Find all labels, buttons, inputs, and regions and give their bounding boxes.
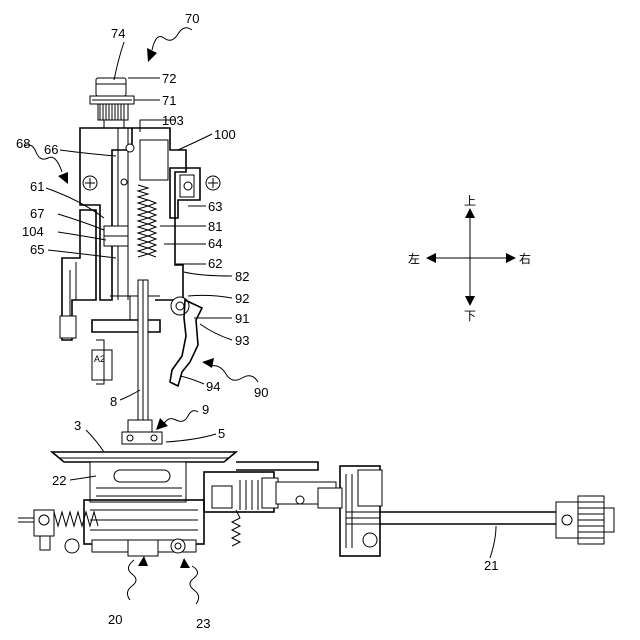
label-70: 70 [185, 11, 199, 26]
label-3: 3 [74, 418, 81, 433]
label-23: 23 [196, 616, 210, 631]
needle-bar-8 [138, 280, 148, 420]
label-68: 68 [16, 136, 30, 151]
shaft-21 [18, 512, 560, 524]
label-91: 91 [235, 311, 249, 326]
arrow-up-icon [465, 208, 475, 218]
label-100: 100 [214, 127, 236, 142]
label-74: 74 [111, 26, 125, 41]
right-motor-unit [318, 466, 382, 556]
wavy-arrow-23 [180, 558, 199, 604]
label-20: 20 [108, 612, 122, 627]
top-knob-assembly [90, 78, 134, 128]
label-93: 93 [235, 333, 249, 348]
spring-81 [148, 200, 156, 257]
label-90: 90 [254, 385, 268, 400]
label-63: 63 [208, 199, 222, 214]
lower-bracket [92, 320, 160, 332]
lever-90 [170, 297, 202, 386]
label-82: 82 [235, 269, 249, 284]
direction-up-label: 上 [464, 194, 476, 208]
arrow-down-icon [465, 296, 475, 306]
arrow-right-icon [506, 253, 516, 263]
label-A2: A2 [94, 354, 105, 364]
label-103: 103 [162, 113, 184, 128]
right-end-gear [556, 496, 614, 544]
label-62: 62 [208, 256, 222, 271]
direction-legend: 上 下 左 右 [408, 194, 531, 323]
gear-71 [98, 104, 128, 120]
screw-left [83, 176, 97, 190]
label-22: 22 [52, 473, 66, 488]
wavy-arrow-70 [147, 28, 192, 62]
label-92: 92 [235, 291, 249, 306]
direction-right-label: 右 [519, 251, 531, 266]
lower-housing-20 [65, 500, 204, 556]
presser-foot [122, 420, 162, 444]
label-5: 5 [218, 426, 225, 441]
arrow-left-icon [426, 253, 436, 263]
label-104: 104 [22, 224, 44, 239]
screw-right [206, 176, 220, 190]
label-94: 94 [206, 379, 220, 394]
label-71: 71 [162, 93, 176, 108]
wavy-arrow-9 [156, 411, 198, 430]
label-64: 64 [208, 236, 222, 251]
label-65: 65 [30, 242, 44, 257]
label-81: 81 [208, 219, 222, 234]
label-61: 61 [30, 179, 44, 194]
label-67: 67 [30, 206, 44, 221]
label-8: 8 [110, 394, 117, 409]
wavy-arrow-20 [127, 556, 148, 600]
label-21: 21 [484, 558, 498, 573]
spring-63 [138, 185, 148, 257]
label-9: 9 [202, 402, 209, 417]
gearbox [204, 472, 336, 546]
direction-left-label: 左 [408, 251, 420, 266]
direction-down-label: 下 [464, 309, 476, 323]
label-66: 66 [44, 142, 58, 157]
label-72: 72 [162, 71, 176, 86]
reference-numbers: 70 74 72 71 103 100 68 66 61 63 67 81 10… [16, 11, 498, 631]
